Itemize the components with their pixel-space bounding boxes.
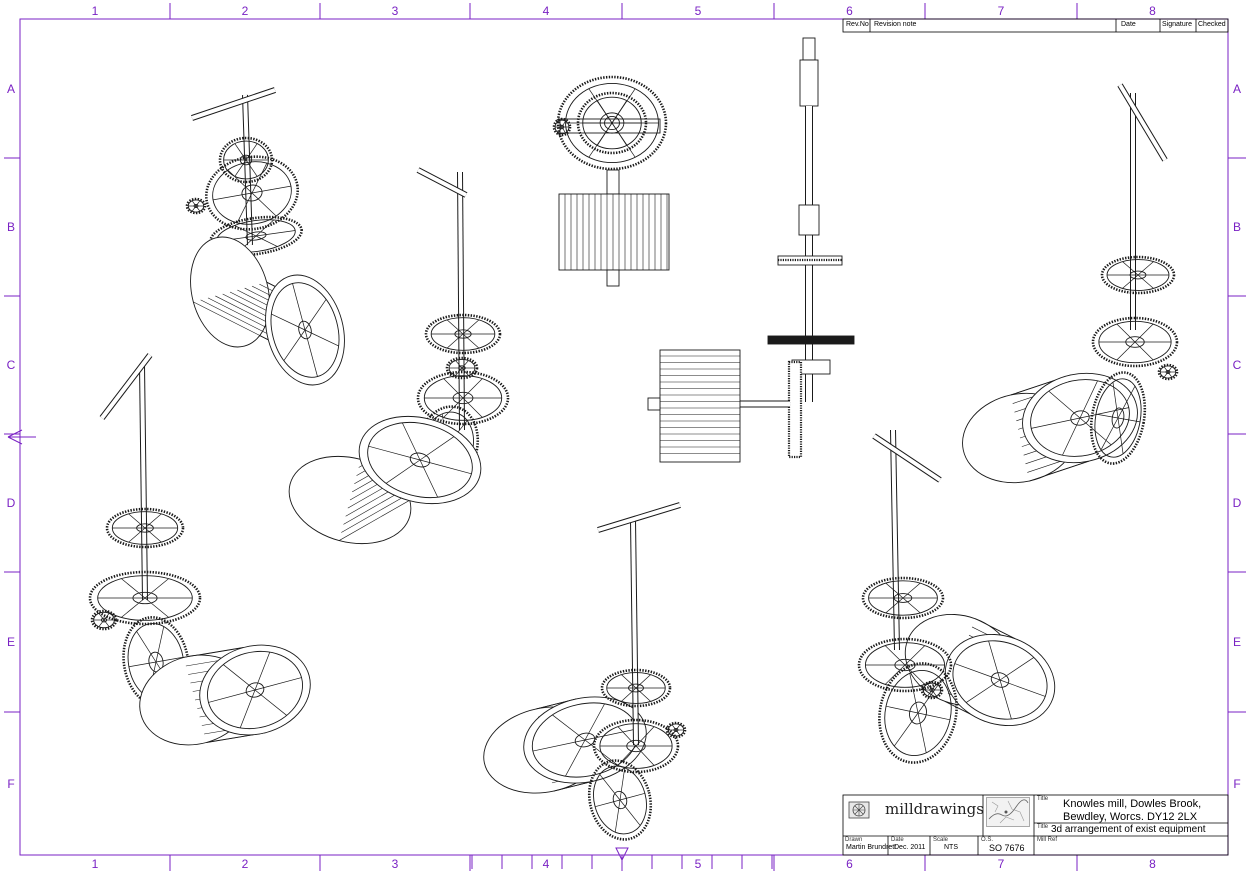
plan-view-gearing	[552, 75, 670, 287]
row-zone-label: B	[1232, 220, 1242, 234]
assembly-view-bottom-right	[857, 429, 1056, 764]
os-grid-ref: SO 7676	[989, 843, 1025, 853]
column-zone-label: 7	[997, 857, 1005, 871]
revision-note-label: Revision note	[874, 21, 917, 28]
title-block-lines	[842, 18, 1229, 856]
mill-ref-label: Mill Ref	[1037, 837, 1058, 843]
column-zone-label: 8	[1149, 857, 1156, 871]
assembly-view-centre-left	[288, 167, 510, 545]
assembly-view-top-left	[185, 87, 345, 386]
rev-no-label: Rev.No	[846, 21, 869, 28]
column-zone-label: 3	[391, 857, 399, 871]
project-line-2: Bewdley, Worcs. DY12 2LX	[1063, 811, 1198, 823]
assembly-view-bottom-centre	[483, 502, 687, 841]
column-zone-label: 6	[846, 857, 853, 871]
location-map-thumbnail	[986, 797, 1030, 827]
column-zone-label: 1	[91, 4, 99, 18]
column-zone-label: 2	[241, 4, 249, 18]
drawing-views	[88, 37, 1179, 841]
row-zone-label: A	[1232, 81, 1242, 96]
mill-logo-icon	[848, 801, 870, 819]
drawing-title-label: Title	[1037, 824, 1049, 830]
sheet-frame	[4, 3, 1246, 871]
column-zone-label: 8	[1149, 4, 1156, 18]
column-zone-label: 3	[391, 4, 399, 18]
title-block: milldrawings Title Knowles mill, Dowles …	[843, 795, 1228, 855]
column-zone-label: 1	[91, 857, 99, 871]
drawing-title: 3d arrangement of exist equipment	[1051, 824, 1206, 835]
row-zone-label: C	[1232, 358, 1242, 372]
column-zone-label: 6	[846, 4, 853, 18]
assembly-view-bottom-left	[88, 353, 311, 746]
checked-column-label: Checked	[1198, 21, 1226, 28]
row-zone-label: B	[6, 220, 16, 234]
assembly-view-right	[962, 83, 1179, 484]
column-zone-label: 5	[694, 857, 702, 871]
drawing-date: Dec. 2011	[894, 844, 926, 851]
drawing-scale: NTS	[944, 844, 958, 851]
column-zone-label: 4	[542, 857, 550, 871]
column-zone-label: 5	[694, 4, 702, 18]
project-line-1: Knowles mill, Dowles Brook,	[1063, 798, 1202, 810]
signature-column-label: Signature	[1162, 21, 1192, 28]
column-zone-label: 2	[241, 857, 249, 871]
os-label: O.S.	[981, 837, 994, 843]
row-zone-label: A	[6, 81, 16, 96]
drawn-by: Martin Brundrett	[846, 844, 897, 851]
column-zone-label: 7	[997, 4, 1005, 18]
brand-name: milldrawings	[885, 800, 984, 818]
row-zone-label: D	[6, 496, 16, 510]
drawn-label: Drawn	[845, 837, 863, 843]
elevation-view	[647, 37, 855, 463]
row-zone-label: F	[7, 776, 15, 791]
row-zone-label: E	[1232, 635, 1242, 649]
project-title-label: Title	[1037, 796, 1049, 802]
row-zone-label: E	[6, 635, 16, 649]
date-column-label: Date	[1121, 21, 1136, 28]
row-zone-label: D	[1232, 496, 1242, 510]
date-label: Date	[891, 837, 904, 843]
revision-table: Rev.No Revision note Date Signature Chec…	[844, 19, 1228, 32]
row-zone-label: C	[6, 358, 16, 372]
scale-label: Scale	[933, 837, 949, 843]
column-zone-label: 4	[542, 4, 550, 18]
row-zone-label: F	[1233, 776, 1241, 791]
